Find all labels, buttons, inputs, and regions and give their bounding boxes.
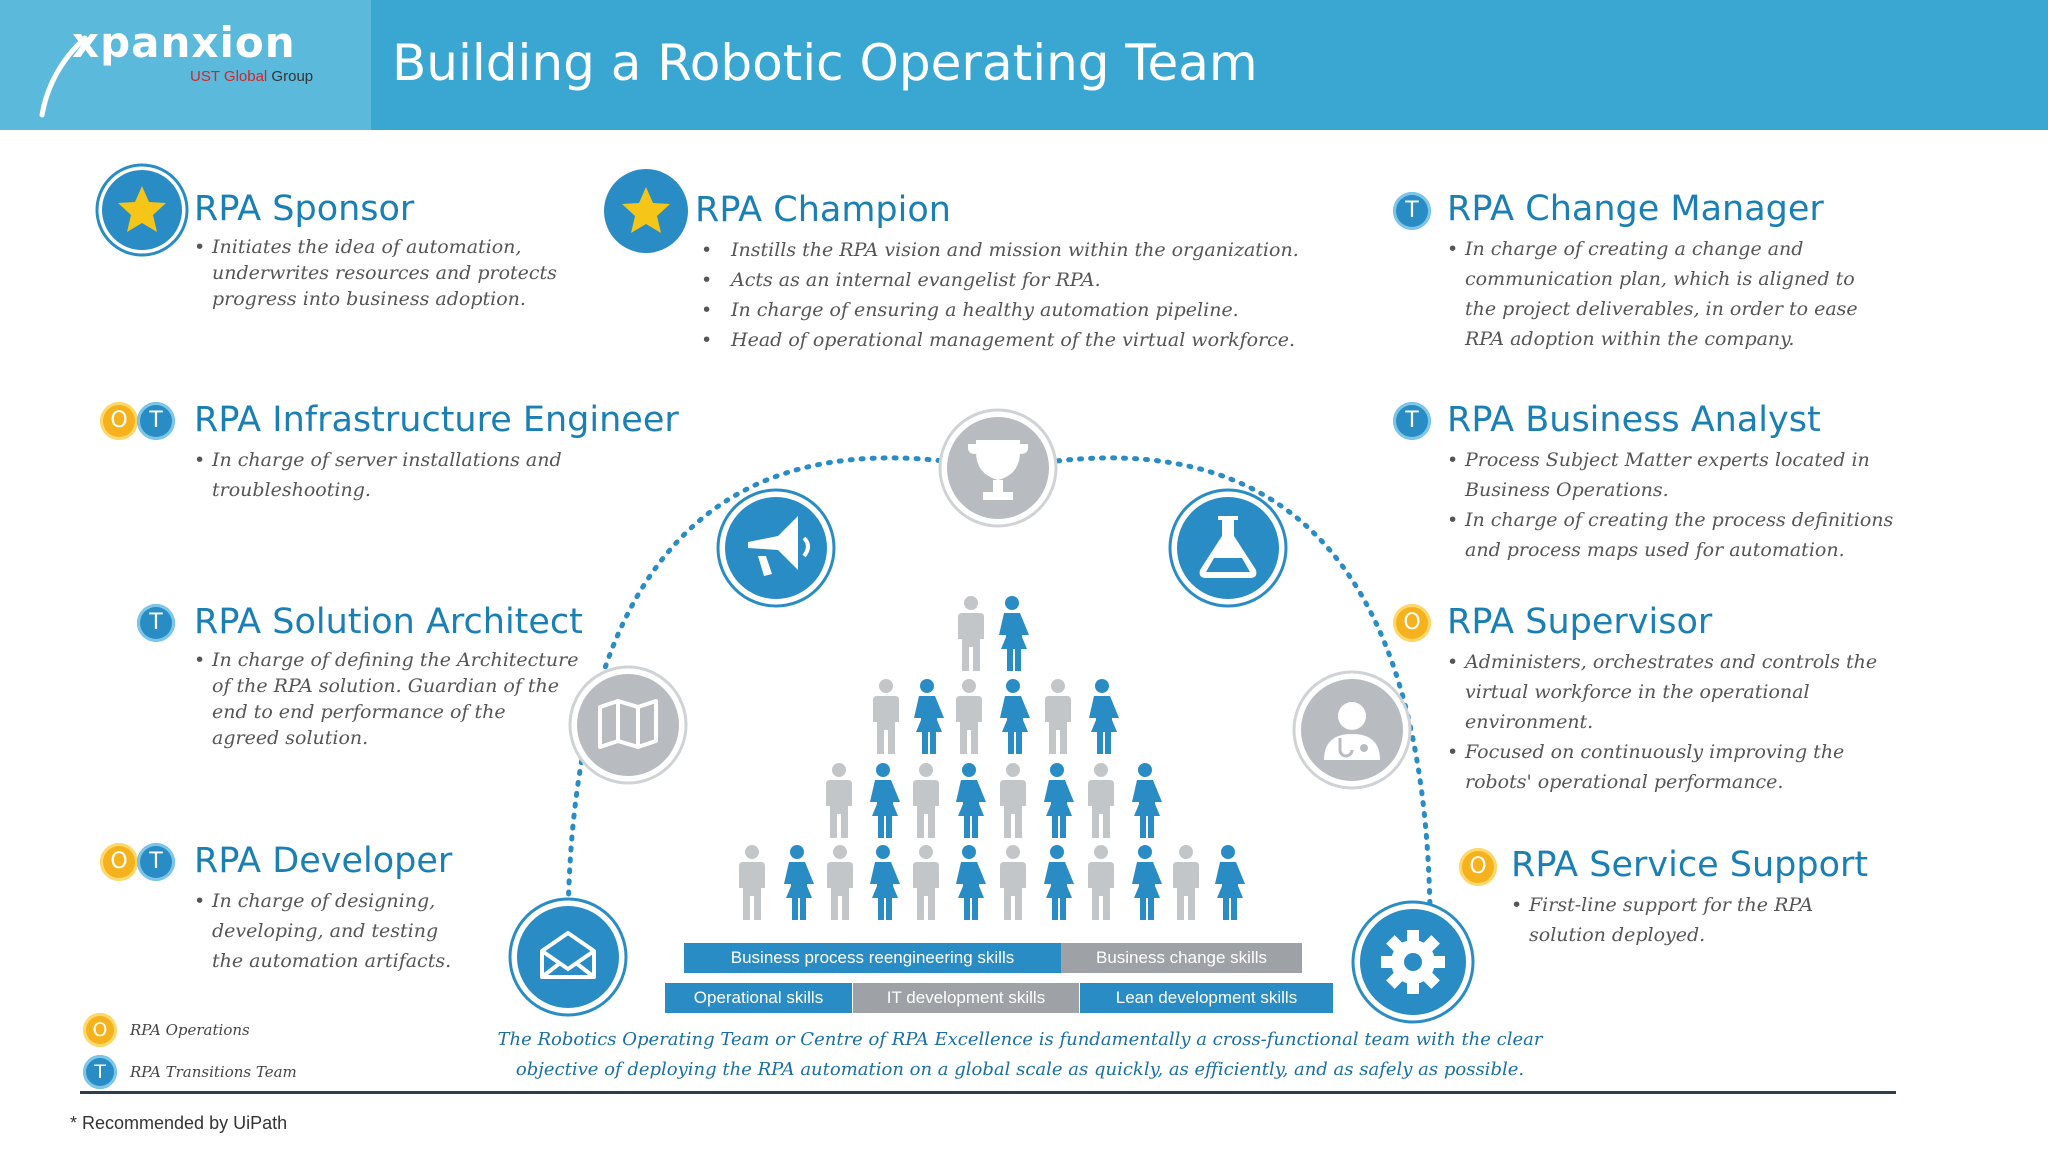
role-bullet: Process Subject Matter experts located i… [1447, 445, 1893, 475]
role-bullet-continued: environment. [1465, 711, 1594, 733]
role-bullet: Instills the RPA vision and mission with… [701, 235, 1299, 265]
role-title: RPA Change Manager [1447, 189, 1824, 229]
role-title: RPA Service Support [1511, 845, 1869, 885]
role-bullet-continued: virtual workforce in the operational [1465, 681, 1810, 703]
role-title: RPA Infrastructure Engineer [194, 400, 679, 440]
role-bullet: In charge of defining the Architecture [194, 647, 583, 673]
role-title: RPA Solution Architect [194, 602, 583, 642]
role-bullet: In charge of server installations and [194, 445, 679, 475]
star-icon [604, 169, 688, 253]
role-bullet: Administers, orchestrates and controls t… [1447, 647, 1877, 677]
arc-path [565, 455, 1433, 963]
role-bullet: In charge of ensuring a healthy automati… [701, 295, 1299, 325]
role-bullet-continued: developing, and testing [212, 920, 439, 942]
logo: xpanxion UST Global Group [0, 0, 371, 130]
transitions-badge: T [137, 402, 175, 440]
trophy-icon [938, 408, 1058, 528]
operations-badge: O [100, 843, 138, 881]
skill-bar: Lean development skills [1080, 983, 1333, 1013]
role-supervisor: RPA Supervisor Administers, orchestrates… [1447, 601, 1877, 797]
map-icon [568, 665, 688, 785]
legend-transitions-icon: T [83, 1055, 117, 1089]
role-service-support: RPA Service Support First-line support f… [1511, 844, 1868, 950]
role-bullet: In charge of designing, [194, 886, 452, 916]
role-sponsor: RPA Sponsor Initiates the idea of automa… [194, 188, 557, 312]
role-title: RPA Developer [194, 841, 453, 881]
role-bullet: In charge of creating the process defini… [1447, 505, 1893, 535]
logo-name: xpanxion [72, 18, 296, 67]
role-bullet: Acts as an internal evangelist for RPA. [701, 265, 1299, 295]
role-title: RPA Business Analyst [1447, 400, 1821, 440]
legend-operations-label: RPA Operations [130, 1021, 250, 1039]
role-bullet-continued: agreed solution. [212, 727, 369, 749]
page-title: Building a Robotic Operating Team [392, 34, 1258, 92]
megaphone-icon [716, 488, 836, 608]
people-pyramid [739, 596, 1245, 920]
role-bullet: In charge of creating a change and [1447, 234, 1858, 264]
role-bullet-continued: robots' operational performance. [1465, 771, 1784, 793]
role-bullet: Focused on continuously improving the [1447, 737, 1877, 767]
role-title: RPA Supervisor [1447, 602, 1713, 642]
star-icon [95, 163, 189, 257]
footnote: * Recommended by UiPath [70, 1113, 288, 1133]
role-bullet-continued: communication plan, which is aligned to [1465, 268, 1855, 290]
role-bullet-continued: end to end performance of the [212, 701, 506, 723]
logo-subtitle-red: UST Global [190, 68, 268, 85]
role-developer: RPA Developer In charge of designing, de… [194, 840, 452, 976]
skill-bar: Business process reengineering skills [684, 943, 1061, 973]
logo-subtitle-rest: Group [267, 68, 314, 85]
role-solution-architect: RPA Solution Architect In charge of defi… [194, 601, 583, 751]
logo-swoosh-icon [39, 35, 88, 118]
header-bar: xpanxion UST Global Group Building a Rob… [0, 0, 2048, 130]
role-bullet-continued: troubleshooting. [212, 479, 371, 501]
role-infrastructure-engineer: RPA Infrastructure Engineer In charge of… [194, 399, 679, 505]
doctor-icon [1292, 670, 1412, 790]
gear-icon [1351, 900, 1475, 1024]
role-bullet-continued: the automation artifacts. [212, 950, 452, 972]
role-champion: RPA Champion Instills the RPA vision and… [695, 189, 1299, 355]
legend-transitions-label: RPA Transitions Team [130, 1063, 297, 1081]
role-title: RPA Sponsor [194, 189, 415, 229]
logo-subtitle: UST Global Group [190, 68, 313, 85]
role-bullet-continued: the project deliverables, in order to ea… [1465, 298, 1858, 320]
role-change-manager: RPA Change Manager In charge of creating… [1447, 188, 1858, 354]
operations-badge: O [1459, 848, 1497, 886]
skill-bar: IT development skills [853, 983, 1079, 1013]
role-bullet: Initiates the idea of automation, [194, 234, 557, 260]
role-title: RPA Champion [695, 190, 951, 230]
skill-bar: Operational skills [665, 983, 852, 1013]
role-bullet: First-line support for the RPA [1511, 890, 1868, 920]
summary-line: The Robotics Operating Team or Centre of… [497, 1029, 1543, 1050]
skill-bar: Business change skills [1061, 943, 1302, 973]
operations-badge: O [1393, 604, 1431, 642]
transitions-badge: T [1393, 402, 1431, 440]
role-bullet: Head of operational management of the vi… [701, 325, 1299, 355]
transitions-badge: T [137, 604, 175, 642]
role-bullet-continued: solution deployed. [1529, 924, 1706, 946]
summary-line: objective of deploying the RPA automatio… [515, 1059, 1525, 1080]
divider [80, 1091, 1896, 1094]
flask-icon [1168, 488, 1288, 608]
transitions-badge: T [1393, 192, 1431, 230]
operations-badge: O [100, 402, 138, 440]
role-business-analyst: RPA Business Analyst Process Subject Mat… [1447, 399, 1893, 565]
envelope-icon [508, 897, 628, 1017]
role-bullet-continued: underwrites resources and protects [212, 262, 557, 284]
transitions-badge: T [137, 843, 175, 881]
role-bullet-continued: progress into business adoption. [212, 288, 526, 310]
role-bullet-continued: RPA adoption within the company. [1465, 328, 1795, 350]
role-bullet-continued: Business Operations. [1465, 479, 1669, 501]
role-bullet-continued: of the RPA solution. Guardian of the [212, 675, 560, 697]
role-bullet-continued: and process maps used for automation. [1465, 539, 1845, 561]
summary-text: The Robotics Operating Team or Centre of… [420, 1025, 1620, 1085]
legend-operations-icon: O [83, 1013, 117, 1047]
